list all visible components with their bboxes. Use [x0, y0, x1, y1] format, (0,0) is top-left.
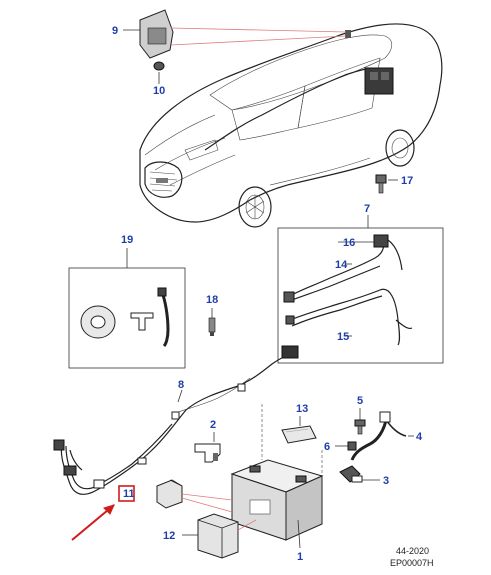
- part-19-box: [68, 248, 186, 369]
- car-illustration: [139, 23, 443, 228]
- reference-code: 44-2020 EP00007H: [390, 546, 434, 568]
- callout-15: 15: [337, 331, 349, 343]
- part-9-module: [139, 9, 174, 59]
- part-6-nut: [335, 441, 357, 451]
- callout-4: 4: [416, 431, 423, 443]
- callout-5: 5: [357, 395, 363, 407]
- callout-19: 19: [121, 234, 133, 246]
- part-7-box: [277, 215, 444, 364]
- callout-18: 18: [206, 294, 218, 306]
- callout-1: 1: [297, 551, 303, 563]
- part-5-bolt: [354, 408, 366, 435]
- part-11-cover: [156, 479, 233, 513]
- part-2-bracket: [194, 432, 221, 463]
- highlight-callout-11: [71, 485, 135, 541]
- callout-14: 14: [335, 259, 348, 271]
- reference-code-text: EP00007H: [390, 558, 434, 568]
- callout-16: 16: [343, 237, 355, 249]
- callout-10: 10: [153, 85, 165, 97]
- part-10-nut: [153, 61, 165, 71]
- callout-7: 7: [364, 203, 370, 215]
- callout-3: 3: [383, 475, 389, 487]
- callout-12: 12: [163, 530, 175, 542]
- callout-17: 17: [401, 175, 413, 187]
- callout-labels: 9 10 17 7 19 16 14 18 15 8 5 13 2 4 6 3 …: [112, 25, 423, 563]
- part-12-box: [182, 513, 257, 559]
- part-4-cable: [350, 411, 414, 461]
- callout-9: 9: [112, 25, 118, 37]
- callout-leaders: [338, 241, 374, 337]
- part-3-clamp: [339, 465, 380, 483]
- callout-8: 8: [178, 379, 184, 391]
- part-17-bolt: [375, 174, 398, 194]
- callout-6: 6: [324, 441, 330, 453]
- part-18-fuse: [208, 308, 216, 336]
- leader-lines-9: [123, 27, 347, 84]
- part-8-harness: [53, 345, 299, 495]
- callout-11: 11: [123, 488, 135, 500]
- part-13-pad: [281, 416, 317, 444]
- callout-2: 2: [210, 419, 216, 431]
- reference-page: 44-2020: [396, 546, 429, 556]
- callout-13: 13: [296, 403, 308, 415]
- part-1-battery: [230, 404, 324, 549]
